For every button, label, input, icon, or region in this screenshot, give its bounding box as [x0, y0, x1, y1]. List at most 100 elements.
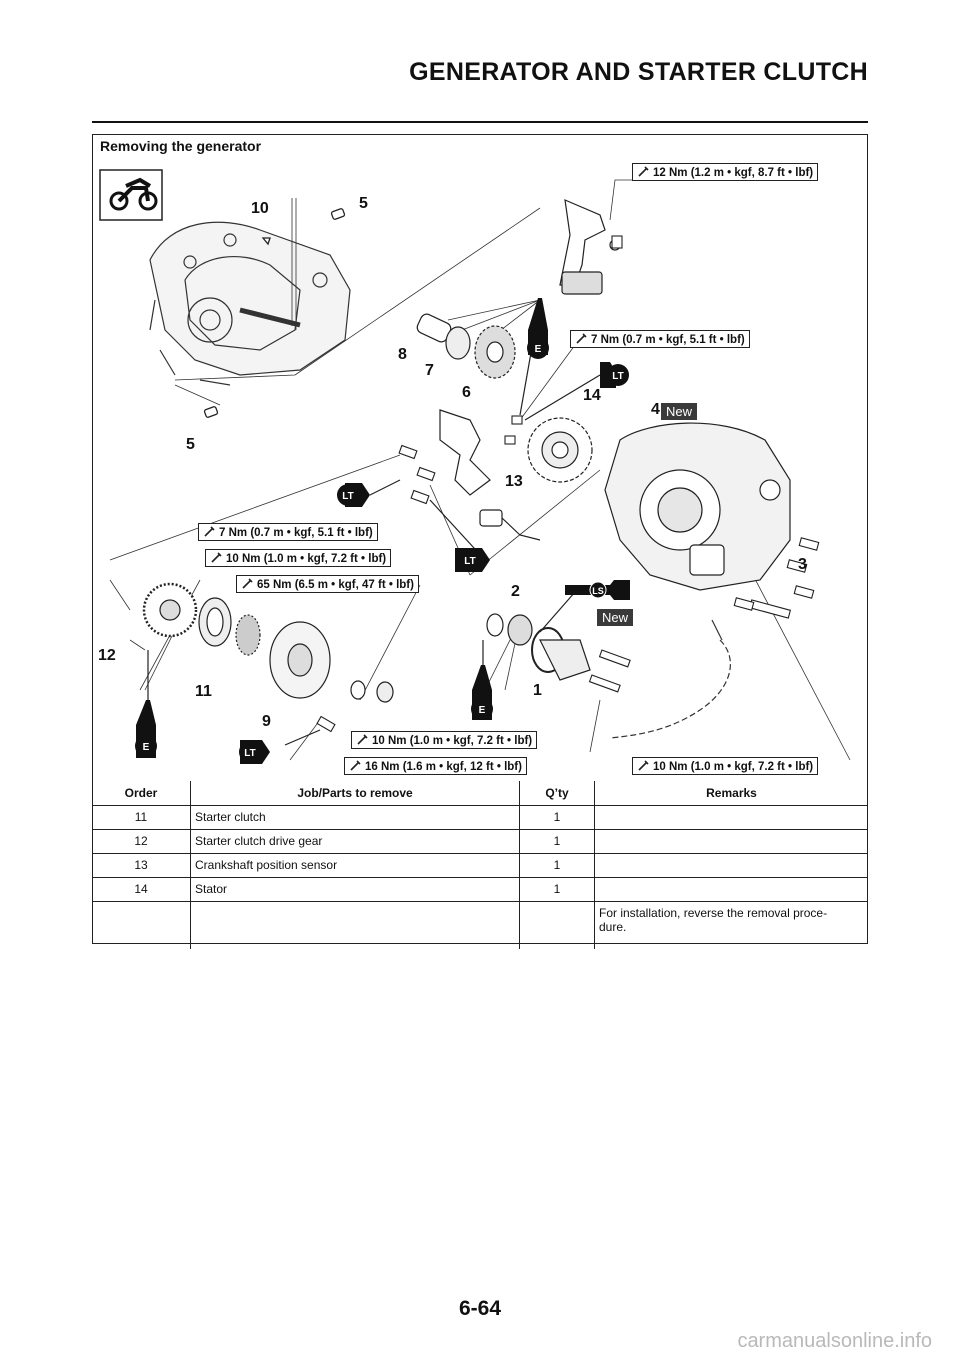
wrench-icon [638, 166, 649, 177]
cell-qty: 1 [519, 877, 595, 902]
table-row: 14 Stator 1 [92, 877, 868, 902]
sensor-cable [609, 619, 731, 739]
torque-text: 12 Nm (1.2 m • kgf, 8.7 ft • lbf) [653, 167, 814, 179]
cell-remarks [594, 829, 868, 854]
table-row: 12 Starter clutch drive gear 1 [92, 829, 868, 854]
bolts [316, 235, 820, 733]
installation-note: For installation, reverse the removal pr… [594, 901, 868, 949]
header-job: Job/Parts to remove [190, 781, 520, 806]
wrench-icon [204, 526, 215, 537]
generator-cover [604, 422, 791, 591]
header-remarks: Remarks [594, 781, 868, 806]
callout-1: 1 [533, 682, 542, 699]
section-title: Removing the generator [100, 138, 262, 154]
stator-illustration [527, 417, 593, 483]
callout-9: 9 [262, 713, 271, 730]
torque-spec: 10 Nm (1.0 m • kgf, 7.2 ft • lbf) [205, 549, 392, 567]
lt-icon: LT [337, 483, 370, 507]
lt-badge-text: LT [464, 556, 475, 567]
e-icon: E [135, 700, 157, 758]
lt-icon: LT [239, 740, 270, 764]
e-icon: E [527, 298, 549, 359]
cell-qty: 1 [519, 853, 595, 878]
e-badge-text: E [479, 705, 486, 716]
cell-order: 11 [92, 805, 191, 830]
cell-qty: 1 [519, 829, 595, 854]
torque-spec: 65 Nm (6.5 m • kgf, 47 ft • lbf) [236, 575, 419, 593]
callout-14: 14 [583, 387, 601, 404]
cell-order: 13 [92, 853, 191, 878]
header-order: Order [92, 781, 191, 806]
torque-text: 10 Nm (1.0 m • kgf, 7.2 ft • lbf) [372, 735, 533, 747]
wrench-icon [357, 734, 368, 745]
cell-job: Stator [190, 877, 520, 902]
bearing-seal [486, 613, 591, 681]
lt-badge-text: LT [244, 748, 255, 759]
table-row: 11 Starter clutch 1 [92, 805, 868, 830]
callout-12: 12 [98, 647, 116, 664]
ls-icon: LS [565, 580, 630, 600]
new-tag: New [597, 609, 634, 626]
cell-order: 12 [92, 829, 191, 854]
table-row-note: For installation, reverse the removal pr… [92, 901, 868, 949]
wrench-icon [576, 333, 587, 344]
removal-table: Order Job/Parts to remove Q’ty Remarks 1… [92, 781, 868, 949]
e-icon: E [471, 665, 493, 720]
new-tag: New [661, 403, 698, 420]
callout-5b: 5 [186, 436, 195, 453]
cell-remarks [594, 853, 868, 878]
crankcase-illustration [149, 221, 351, 386]
cell-qty [519, 901, 595, 949]
starter-drive-gear [142, 582, 394, 703]
lt-icon: LT [600, 362, 629, 388]
cell-qty: 1 [519, 805, 595, 830]
callout-6: 6 [462, 384, 471, 401]
torque-spec: 16 Nm (1.6 m • kgf, 12 ft • lbf) [344, 757, 527, 775]
torque-text: 65 Nm (6.5 m • kgf, 47 ft • lbf) [257, 579, 414, 591]
table-header-row: Order Job/Parts to remove Q’ty Remarks [92, 781, 868, 806]
wrench-icon [211, 552, 222, 563]
torque-text: 7 Nm (0.7 m • kgf, 5.1 ft • lbf) [219, 527, 373, 539]
sensor-plate [439, 409, 541, 541]
callout-7: 7 [425, 362, 434, 379]
page-title: GENERATOR AND STARTER CLUTCH [409, 58, 868, 86]
lt-badge-text: LT [612, 371, 623, 382]
table-row: 13 Crankshaft position sensor 1 [92, 853, 868, 878]
torque-text: 16 Nm (1.6 m • kgf, 12 ft • lbf) [365, 761, 522, 773]
cell-remarks [594, 877, 868, 902]
torque-spec: 7 Nm (0.7 m • kgf, 5.1 ft • lbf) [198, 523, 378, 541]
wrench-icon [638, 760, 649, 771]
cell-job: Crankshaft position sensor [190, 853, 520, 878]
torque-text: 7 Nm (0.7 m • kgf, 5.1 ft • lbf) [591, 334, 745, 346]
shift-lever [559, 199, 621, 295]
page-number: 6-64 [458, 1297, 502, 1320]
title-rule [92, 121, 868, 123]
cell-order: 14 [92, 877, 191, 902]
callout-4: 4 [651, 401, 660, 418]
lt-badge-text: LT [342, 491, 353, 502]
motorcycle-icon [99, 169, 163, 221]
cell-order [92, 901, 191, 949]
torque-spec: 10 Nm (1.0 m • kgf, 7.2 ft • lbf) [351, 731, 538, 749]
header-qty: Q’ty [519, 781, 595, 806]
torque-spec: 12 Nm (1.2 m • kgf, 8.7 ft • lbf) [632, 163, 819, 181]
cell-job [190, 901, 520, 949]
cell-job: Starter clutch drive gear [190, 829, 520, 854]
torque-spec: 10 Nm (1.0 m • kgf, 7.2 ft • lbf) [632, 757, 819, 775]
e-badge-text: E [143, 742, 150, 753]
cell-remarks [594, 805, 868, 830]
exploded-diagram: LT LT LT LT E E E LS [99, 169, 851, 764]
callout-11: 11 [195, 683, 212, 700]
wrench-icon [350, 760, 361, 771]
callout-10: 10 [251, 200, 269, 217]
lt-icon: LT [455, 548, 490, 572]
callout-3: 3 [798, 556, 807, 573]
callout-2: 2 [511, 583, 520, 600]
callout-8: 8 [398, 346, 407, 363]
callout-5: 5 [359, 195, 368, 212]
cell-job: Starter clutch [190, 805, 520, 830]
dowel-pins [203, 208, 346, 418]
watermark: carmanualsonline.info [737, 1330, 932, 1352]
wrench-icon [242, 578, 253, 589]
torque-text: 10 Nm (1.0 m • kgf, 7.2 ft • lbf) [653, 761, 814, 773]
